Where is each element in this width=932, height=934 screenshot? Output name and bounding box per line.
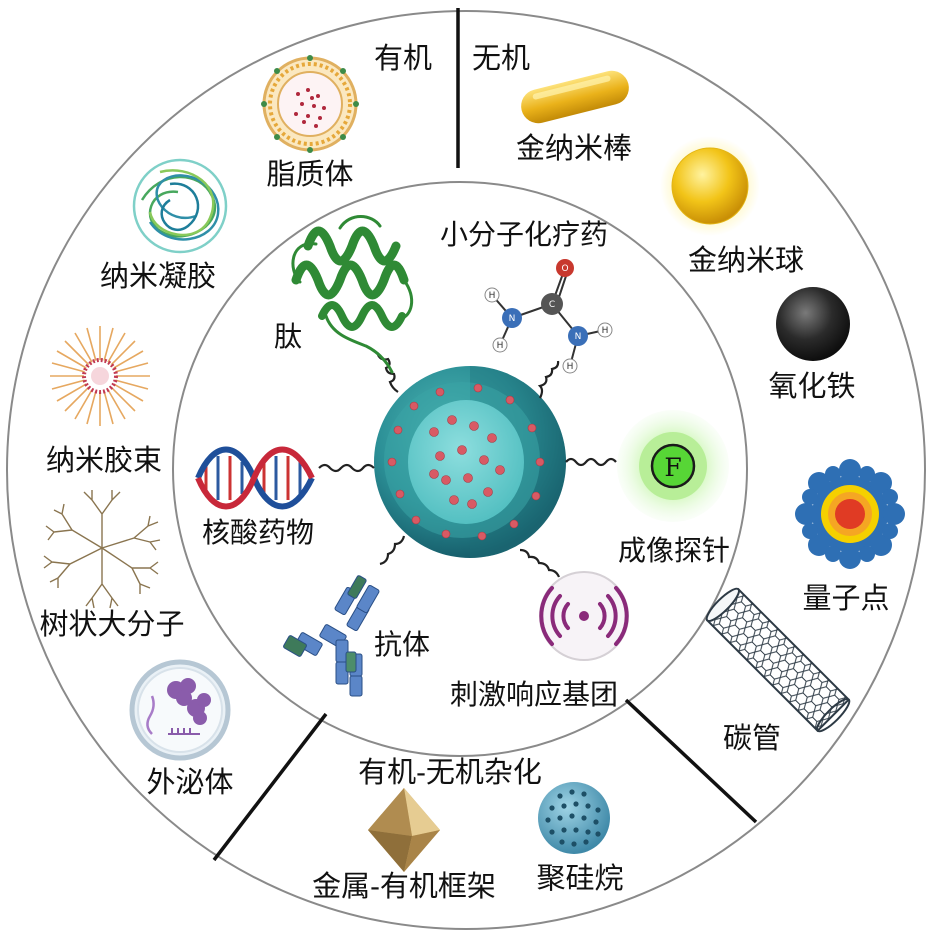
linker-tethers	[318, 354, 617, 578]
label-exosome: 外泌体	[146, 765, 233, 799]
label-stimuli-group: 刺激响应基团	[450, 678, 618, 711]
svg-text:H: H	[497, 341, 504, 351]
section-label-hybrid: 有机-无机杂化	[358, 755, 542, 789]
dna-helix-icon	[195, 446, 315, 510]
label-gold-nanosphere: 金纳米球	[688, 243, 804, 277]
label-polysiloxane: 聚硅烷	[536, 861, 623, 895]
label-iron-oxide: 氧化铁	[768, 369, 855, 403]
liposome-icon	[261, 55, 359, 153]
gold-nanorod-icon	[521, 70, 629, 124]
dendrimer-icon	[43, 490, 161, 609]
svg-text:N: N	[509, 314, 516, 324]
svg-text:H: H	[489, 291, 496, 301]
svg-text:O: O	[561, 264, 568, 274]
label-micelle: 纳米胶束	[46, 443, 162, 477]
antibody-icon	[283, 575, 380, 697]
label-peptide: 肽	[274, 320, 302, 353]
carbon-nanotube-icon	[705, 587, 851, 733]
section-label-organic: 有机	[374, 41, 432, 75]
polysiloxane-icon	[538, 782, 610, 854]
label-quantum-dot: 量子点	[802, 581, 889, 615]
probe-letter: F	[664, 453, 681, 482]
label-liposome: 脂质体	[266, 157, 353, 191]
svg-text:C: C	[549, 300, 555, 310]
divider-organic-hybrid	[212, 712, 328, 862]
svg-text:H: H	[567, 362, 574, 372]
gold-nanosphere-icon	[660, 136, 760, 236]
svg-text:N: N	[575, 332, 582, 342]
label-antibody: 抗体	[374, 628, 430, 661]
micelle-icon	[50, 326, 150, 426]
fluorescent-probe-icon	[617, 410, 729, 522]
stimuli-responsive-icon	[539, 571, 629, 661]
label-small-molecule: 小分子化疗药	[440, 218, 608, 251]
mof-octahedron-icon	[368, 788, 440, 872]
label-nanogel: 纳米凝胶	[100, 259, 216, 293]
quantum-dot-icon	[795, 459, 905, 569]
drug-payload-dots	[387, 383, 545, 541]
label-gold-nanorod: 金纳米棒	[516, 131, 632, 165]
peptide-ribbon-icon	[291, 215, 414, 374]
core-nanoparticle	[374, 366, 566, 558]
iron-oxide-icon	[776, 287, 850, 361]
label-mof: 金属-有机框架	[312, 869, 496, 903]
nanogel-icon	[132, 158, 228, 254]
label-nucleic-acid: 核酸药物	[202, 516, 314, 549]
svg-text:H: H	[602, 326, 609, 336]
small-molecule-icon: N C O N H H H H	[484, 259, 613, 374]
label-imaging-probe: 成像探针	[618, 534, 730, 567]
label-carbon-nanotube: 碳管	[723, 721, 781, 755]
label-dendrimer: 树状大分子	[39, 607, 184, 641]
exosome-icon	[129, 659, 231, 761]
section-label-inorganic: 无机	[472, 41, 530, 75]
divider-inorganic-hybrid	[624, 698, 758, 824]
